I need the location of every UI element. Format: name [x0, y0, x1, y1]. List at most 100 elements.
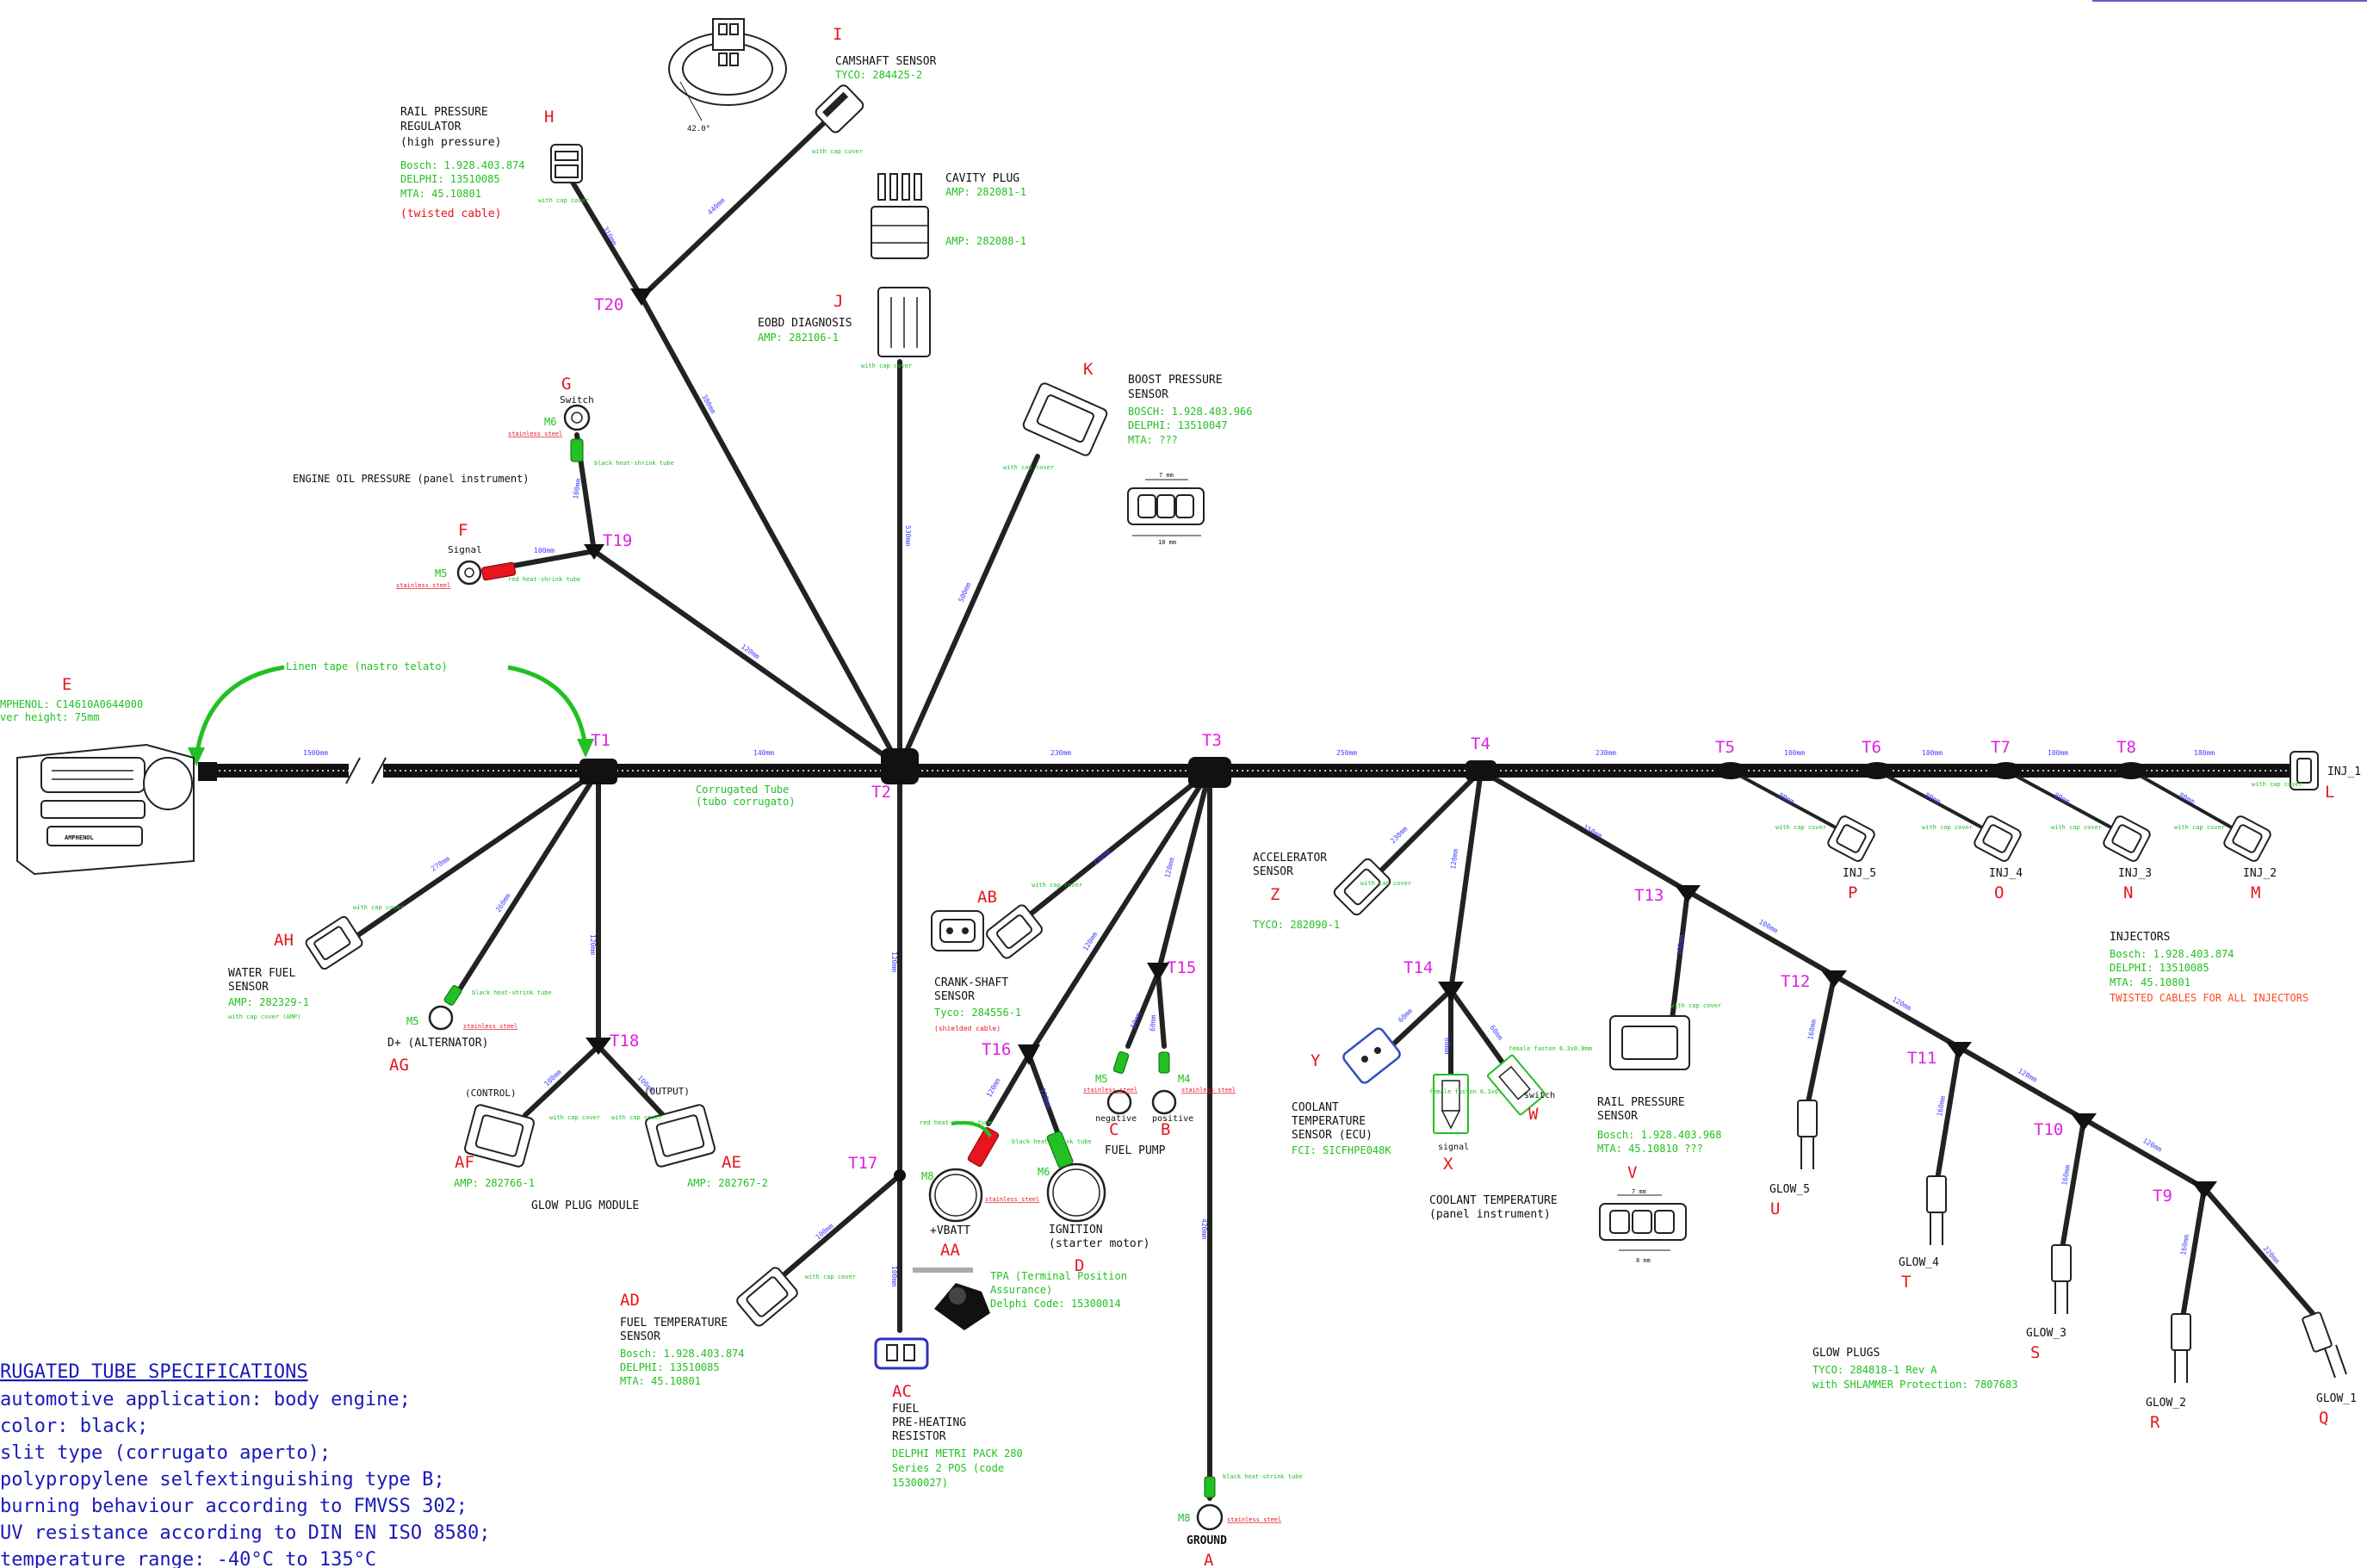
AD-mta: MTA: 45.10801: [620, 1375, 701, 1387]
letter-X: X: [1443, 1155, 1453, 1174]
A-name: GROUND: [1187, 1534, 1227, 1547]
node-T3: T3: [1202, 731, 1222, 750]
node-T16: T16: [982, 1040, 1011, 1059]
node-T7: T7: [1991, 738, 2011, 757]
length-label: 500mm: [957, 581, 973, 604]
V-name-1: RAIL PRESSURE: [1597, 1096, 1685, 1109]
J-name: EOBD DIAGNOSIS: [758, 317, 852, 330]
length-label: 230mm: [1050, 749, 1071, 757]
W-note: female faston 6.3x0.8mm: [1509, 1045, 1592, 1052]
connector-AE: (OUTPUT) AE AMP: 282767-2 with cap cover: [611, 1086, 768, 1189]
connector-Q: GLOW_1 Q: [2302, 1311, 2357, 1428]
length-label: 120mm: [1163, 857, 1176, 879]
length-label: 100mm: [2048, 749, 2068, 757]
node-T6: T6: [1862, 738, 1881, 757]
G-label: Switch: [560, 394, 594, 406]
spec-line: temperature range: -40°C to 135°C: [0, 1549, 376, 1568]
letter-F: F: [458, 521, 468, 540]
connector-D: M6 black heat-shrink tube IGNITION (star…: [1012, 1131, 1149, 1275]
J-part: AMP: 282106-1: [758, 332, 839, 344]
Z-name-1: ACCELERATOR: [1253, 852, 1327, 865]
connector-J: CAVITY PLUG AMP: 282081-1 AMP: 282088-1 …: [758, 172, 1026, 369]
letter-V: V: [1627, 1163, 1637, 1182]
connector-AC: AC FUEL PRE-HEATING RESISTOR DELPHI METR…: [874, 1337, 1023, 1489]
tpa-label-3: Delphi Code: 15300014: [990, 1298, 1121, 1310]
B-bolt: M4: [1178, 1073, 1190, 1085]
N-cap: with cap cover: [2051, 824, 2102, 831]
V-mta: MTA: 45.10810 ???: [1597, 1143, 1703, 1155]
node-T8: T8: [2116, 738, 2136, 757]
injectors-title: INJECTORS: [2110, 931, 2170, 944]
AB-cap: with cap cover: [1032, 882, 1082, 889]
P-cap: with cap cover: [1775, 824, 1826, 831]
K-dim-2: 18 mm: [1158, 539, 1176, 546]
corrugated-tube-note: Corrugated Tube: [696, 784, 789, 796]
F-material: stainless steel: [396, 582, 450, 589]
node-T1: T1: [591, 731, 610, 750]
AD-bosch: Bosch: 1.928.403.874: [620, 1348, 745, 1360]
spec-line: UV resistance according to DIN EN ISO 85…: [0, 1522, 491, 1544]
connector-W: female faston 6.3x0.8mm switch W: [1486, 1045, 1592, 1124]
letter-S: S: [2030, 1343, 2040, 1362]
T-name: GLOW_4: [1899, 1256, 1939, 1269]
M-cap: with cap cover: [2174, 824, 2225, 831]
node-T9: T9: [2153, 1187, 2172, 1205]
AG-name: D+ (ALTERNATOR): [387, 1037, 488, 1050]
H-cap: with cap cover: [538, 197, 589, 204]
node-T20: T20: [594, 295, 623, 314]
main-trunk: [198, 757, 2290, 784]
N-name: INJ_3: [2118, 867, 2152, 880]
H-name-1: RAIL PRESSURE: [400, 106, 488, 119]
AE-name: (OUTPUT): [644, 1086, 690, 1097]
D-tube: black heat-shrink tube: [1012, 1138, 1092, 1145]
L-cap: with cap cover: [2252, 781, 2302, 788]
AB-shield-note: (shielded cable): [934, 1025, 1001, 1032]
node-T18: T18: [610, 1032, 639, 1050]
H-name-3: (high pressure): [400, 136, 501, 149]
length-label: 120mm: [985, 1076, 1002, 1099]
length-label: 250mm: [1336, 749, 1357, 757]
U-name: GLOW_5: [1769, 1183, 1810, 1196]
length-label: 230mm: [1596, 749, 1616, 757]
injectors-mta: MTA: 45.10801: [2110, 976, 2190, 989]
spec-line: color: black;: [0, 1416, 148, 1437]
length-label: 270mm: [430, 855, 451, 873]
AE-cap: with cap cover: [611, 1114, 662, 1121]
P-name: INJ_5: [1843, 867, 1876, 880]
connector-G: G Switch M6 stainless steel black heat-s…: [508, 375, 674, 467]
E-part: MPHENOL: C14610A0644000: [0, 698, 143, 710]
length-label: 120mm: [1449, 848, 1459, 870]
letter-AG: AG: [389, 1056, 409, 1075]
node-T11: T11: [1907, 1049, 1936, 1068]
AC-part-1: DELPHI METRI PACK 280: [892, 1447, 1023, 1460]
node-T5: T5: [1715, 738, 1735, 757]
connector-U: GLOW_5 U: [1769, 1100, 1818, 1218]
letter-I: I: [833, 25, 842, 44]
connector-AG: M5 stainless steel black heat-shrink tub…: [387, 985, 552, 1075]
letter-R: R: [2150, 1413, 2160, 1432]
spec-line: slit type (corrugato aperto);: [0, 1442, 331, 1464]
Z-part: TYCO: 282090-1: [1253, 919, 1340, 931]
H-name-2: REGULATOR: [400, 121, 462, 133]
AD-delphi: DELPHI: 13510085: [620, 1361, 720, 1373]
F-bolt: M5: [435, 567, 447, 579]
connector-A: M8 stainless steel black heat-shrink tub…: [1178, 1473, 1303, 1568]
node-T17: T17: [848, 1154, 877, 1173]
AF-part: AMP: 282766-1: [454, 1177, 535, 1189]
K-bosch: BOSCH: 1.928.403.966: [1128, 406, 1253, 418]
length-label: 530mm: [904, 525, 912, 546]
connector-N: INJ_3 N with cap cover: [2051, 815, 2152, 902]
tpa-clip: TPA (Terminal Position Assurance) Delphi…: [913, 1267, 1127, 1330]
Y-name-2: TEMPERATURE: [1292, 1115, 1366, 1128]
I-part: TYCO: 284425-2: [835, 69, 922, 81]
AC-name-3: RESISTOR: [892, 1430, 946, 1443]
length-label: 160mm: [1936, 1095, 1947, 1117]
node-T19: T19: [603, 531, 632, 550]
length-label: 440mm: [706, 196, 727, 216]
corrugated-tube-specifications: RUGATED TUBE SPECIFICATIONS automotive a…: [0, 1361, 491, 1568]
C-bolt: M5: [1095, 1073, 1107, 1085]
A-tube: black heat-shrink tube: [1223, 1473, 1303, 1480]
letter-Y: Y: [1311, 1051, 1321, 1070]
node-T2: T2: [871, 783, 891, 802]
